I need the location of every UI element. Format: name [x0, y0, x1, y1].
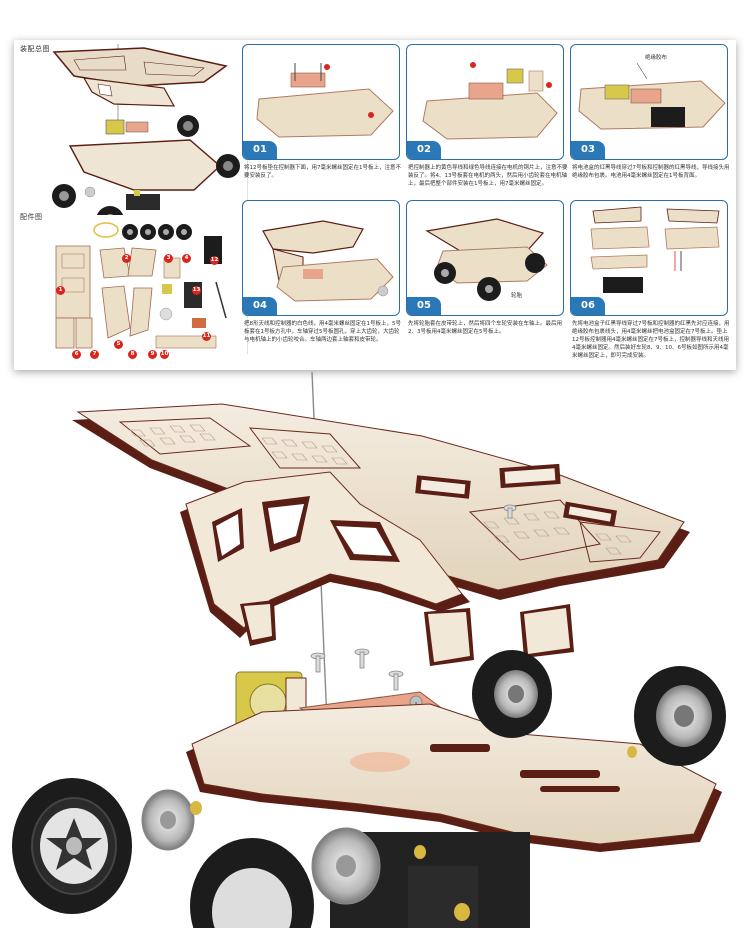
part-number: 11: [202, 332, 211, 341]
part-number: 1: [56, 286, 65, 295]
step-panel-01: 01: [242, 44, 400, 160]
part-number: 4: [182, 254, 191, 263]
parts-label: 配件图: [20, 213, 43, 221]
part-number: 9: [148, 350, 157, 359]
step-04-illustration: [262, 220, 394, 302]
step-02-illustration: [422, 62, 558, 140]
step-06-illustration: [590, 206, 720, 293]
rear-wheel-right: [634, 666, 726, 766]
parts-illustration: [55, 222, 227, 349]
step-01-illustration: [256, 63, 394, 138]
front-wheel-left: [12, 778, 132, 914]
step-panel-05: 轮胎 05: [406, 200, 564, 316]
part-number: 5: [114, 340, 123, 349]
step-05-illustration: [425, 218, 548, 301]
part-number: 2: [122, 254, 131, 263]
step-03-illustration: [578, 62, 726, 130]
step-panel-04: 04: [242, 200, 400, 316]
step-number: 05: [407, 297, 441, 315]
step-number: 04: [243, 297, 277, 315]
step-panel-03: 绝缘胶布 03: [570, 44, 728, 160]
part-number: 12: [210, 256, 219, 265]
part-number: 7: [90, 350, 99, 359]
step-text-04: 把8形天线和控制器的白色线，用4毫米螺丝固定在1号板上，5号板套在1号板方孔中，…: [244, 321, 401, 343]
step-03-tag: 绝缘胶布: [645, 55, 668, 61]
step-text-03: 将电池盒的红黑导线穿过7号板和控制器的红黑导线，导线接头用绝缘胶布包裹。电池用4…: [572, 165, 730, 179]
part-number: 6: [72, 350, 81, 359]
overview-label: 装配总图: [20, 45, 50, 53]
part-number: 3: [164, 254, 173, 263]
step-number: 01: [243, 141, 277, 159]
part-number: 13: [192, 286, 201, 295]
front-wheel-right: [190, 838, 314, 928]
step-number: 02: [407, 141, 441, 159]
step-text-06: 先将电池盒子红黑导线穿过7号板和控制器的红黑先对应连接，用绝缘胶布包裹线头，用4…: [572, 321, 730, 359]
section-divider: [247, 44, 248, 354]
rear-wheel-left: [472, 650, 552, 738]
part-number: 8: [128, 350, 137, 359]
step-panel-02: 02: [406, 44, 564, 160]
step-number: 03: [571, 141, 605, 159]
step-panel-06: 06: [570, 200, 728, 316]
step-05-tag: 轮胎: [511, 293, 523, 299]
step-text-05: 先将轮胎套在皮带轮上，然后将四个车轮安装在车轴上。最后用2、3号板用4毫米螺丝固…: [408, 321, 563, 335]
overview-illustration: [52, 44, 240, 215]
instruction-sheet: 装配总图 配件图: [14, 40, 736, 370]
part-number: 10: [160, 350, 169, 359]
step-text-01: 将12号板垫在控制器下面，用7毫米螺丝固定在1号板上，注意不要安装反了。: [244, 165, 401, 179]
step-number: 06: [571, 297, 605, 315]
exploded-view-illustration: [12, 372, 726, 928]
step-text-02: 把控制器上的黄色导线和绿色导线连接在电机的铜片上，注意不要装反了。将4、13号板…: [408, 165, 568, 187]
